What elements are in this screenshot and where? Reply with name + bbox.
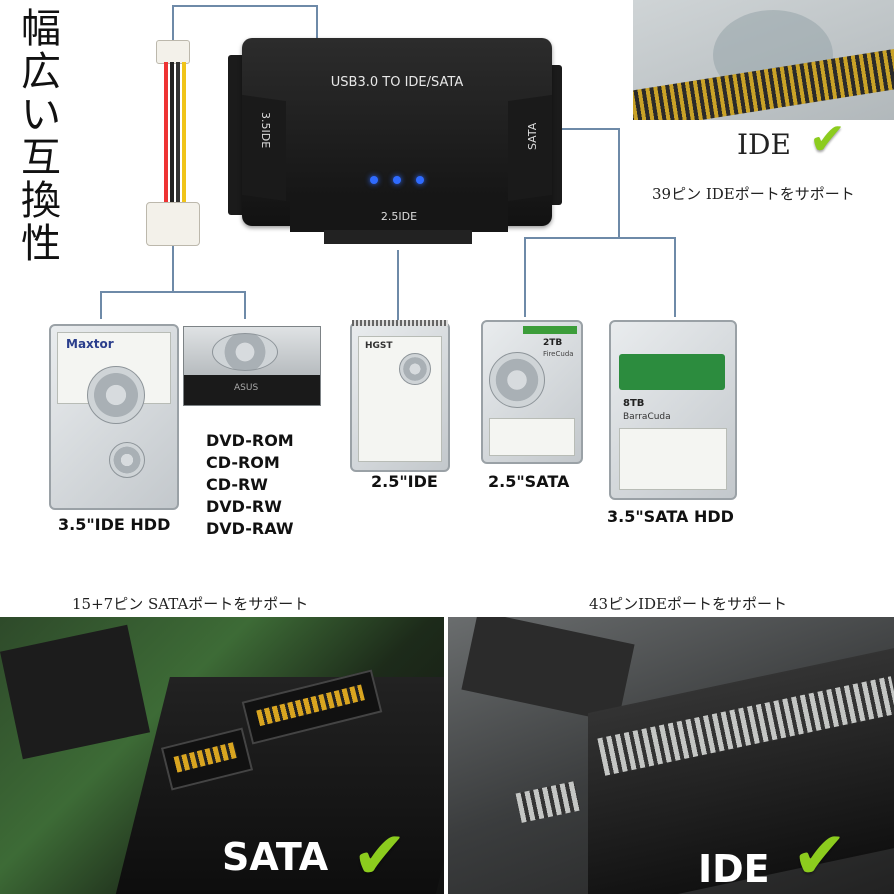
chip-icon [0, 624, 151, 760]
connector-line [618, 128, 620, 238]
title-char: 幅 [21, 6, 61, 52]
checkmark-icon: ✔ [809, 114, 846, 165]
left-port-label: 3.5IDE [259, 112, 272, 149]
ide-badge-text: IDE [737, 128, 791, 161]
chip-icon [461, 617, 635, 723]
connector-line [560, 128, 620, 130]
drive-model: FireCuda [543, 350, 574, 358]
connector-line [524, 237, 676, 239]
format-item: CD-RW [206, 475, 268, 494]
firecuda-stripe [523, 326, 577, 334]
led-indicator [370, 176, 378, 184]
format-item: DVD-RAW [206, 519, 294, 538]
drive-platter [87, 366, 145, 424]
connector-line [674, 237, 676, 317]
sata-caption: 15+7ピン SATAポートをサポート [72, 595, 309, 613]
connector-line [172, 5, 318, 7]
connector-line [524, 237, 526, 317]
drive-platter [489, 352, 545, 408]
optical-drive: ASUS [183, 326, 321, 406]
bottom-port-housing: 2.5IDE [290, 196, 508, 232]
sata25-label: 2.5"SATA [488, 472, 570, 491]
title-char: 換 [21, 178, 61, 224]
bottom-port-pins [324, 230, 472, 244]
power-wire-black [176, 62, 180, 202]
drive-bezel: ASUS [184, 375, 320, 405]
checkmark-icon: ✔ [352, 817, 408, 894]
sata-port-photo: SATA ✔ [0, 617, 444, 894]
hdd-25-sata: 2TB FireCuda [481, 320, 583, 464]
drive-sticker: HGST [358, 336, 442, 462]
ide-badge-area [633, 120, 894, 176]
maxtor-logo: Maxtor [66, 337, 114, 351]
drive-platter [399, 353, 431, 385]
ide-caption: 43ピンIDEポートをサポート [589, 595, 787, 613]
vertical-title: 幅 広 い 互 換 性 [18, 8, 64, 266]
drive-model: BarraCuda [623, 412, 671, 422]
hdd-35-ide: Maxtor [49, 324, 179, 510]
checkmark-icon: ✔ [792, 817, 848, 894]
bottom-port-label: 2.5IDE [380, 210, 418, 223]
ide25-label: 2.5"IDE [371, 472, 438, 491]
sata35-label: 3.5"SATA HDD [607, 507, 734, 526]
adapter-name: USB3.0 TO IDE/SATA [330, 75, 464, 90]
led-indicator [393, 176, 401, 184]
right-port-label: SATA [526, 122, 539, 150]
connector-line [172, 5, 174, 45]
drive-hub [109, 442, 145, 478]
power-wire-yellow [182, 62, 186, 202]
drive-sticker [489, 418, 575, 456]
adapter-body: USB3.0 TO IDE/SATA 3.5IDE SATA [242, 38, 552, 226]
power-wire-black [170, 62, 174, 202]
ide39-caption: 39ピン IDEポートをサポート [652, 185, 855, 203]
hgst-logo: HGST [365, 341, 393, 351]
ide-port-photo: IDE ✔ [448, 617, 894, 894]
connector-line [100, 291, 102, 319]
molex-4pin-plug [146, 202, 200, 246]
connector-line [316, 5, 318, 45]
connector-line [100, 291, 246, 293]
format-item: DVD-RW [206, 497, 282, 516]
connector-line [172, 244, 174, 292]
disc-tray [212, 333, 278, 371]
title-char: 互 [21, 135, 61, 181]
drive-size: 8TB [623, 398, 645, 409]
barracuda-stripe [619, 354, 725, 390]
title-char: 広 [21, 49, 61, 95]
asus-logo: ASUS [234, 383, 259, 393]
drive-size: 2TB [543, 338, 563, 348]
hdd35ide-label: 3.5"IDE HDD [58, 515, 171, 534]
format-item: CD-ROM [206, 453, 280, 472]
hdd-35-sata: 8TB BarraCuda [609, 320, 737, 500]
ide-jumper-pins [515, 781, 581, 823]
title-char: 性 [21, 221, 61, 267]
hdd-25-ide: HGST [350, 320, 450, 472]
sata-power-pins [173, 742, 238, 773]
led-indicator [416, 176, 424, 184]
title-char: い [21, 92, 61, 138]
connector-line [397, 250, 399, 322]
ide-badge-text: IDE [698, 847, 770, 891]
ide-pins [352, 320, 448, 326]
power-wire-red [164, 62, 168, 202]
sata-badge-text: SATA [222, 835, 329, 879]
connector-line [244, 291, 246, 319]
molex-small-plug [156, 40, 190, 64]
optical-formats: DVD-ROM CD-ROM CD-RW DVD-RW DVD-RAW [206, 430, 294, 540]
ide-pcb-photo: IDE ✔ [633, 0, 894, 176]
format-item: DVD-ROM [206, 431, 294, 450]
drive-sticker [619, 428, 727, 490]
